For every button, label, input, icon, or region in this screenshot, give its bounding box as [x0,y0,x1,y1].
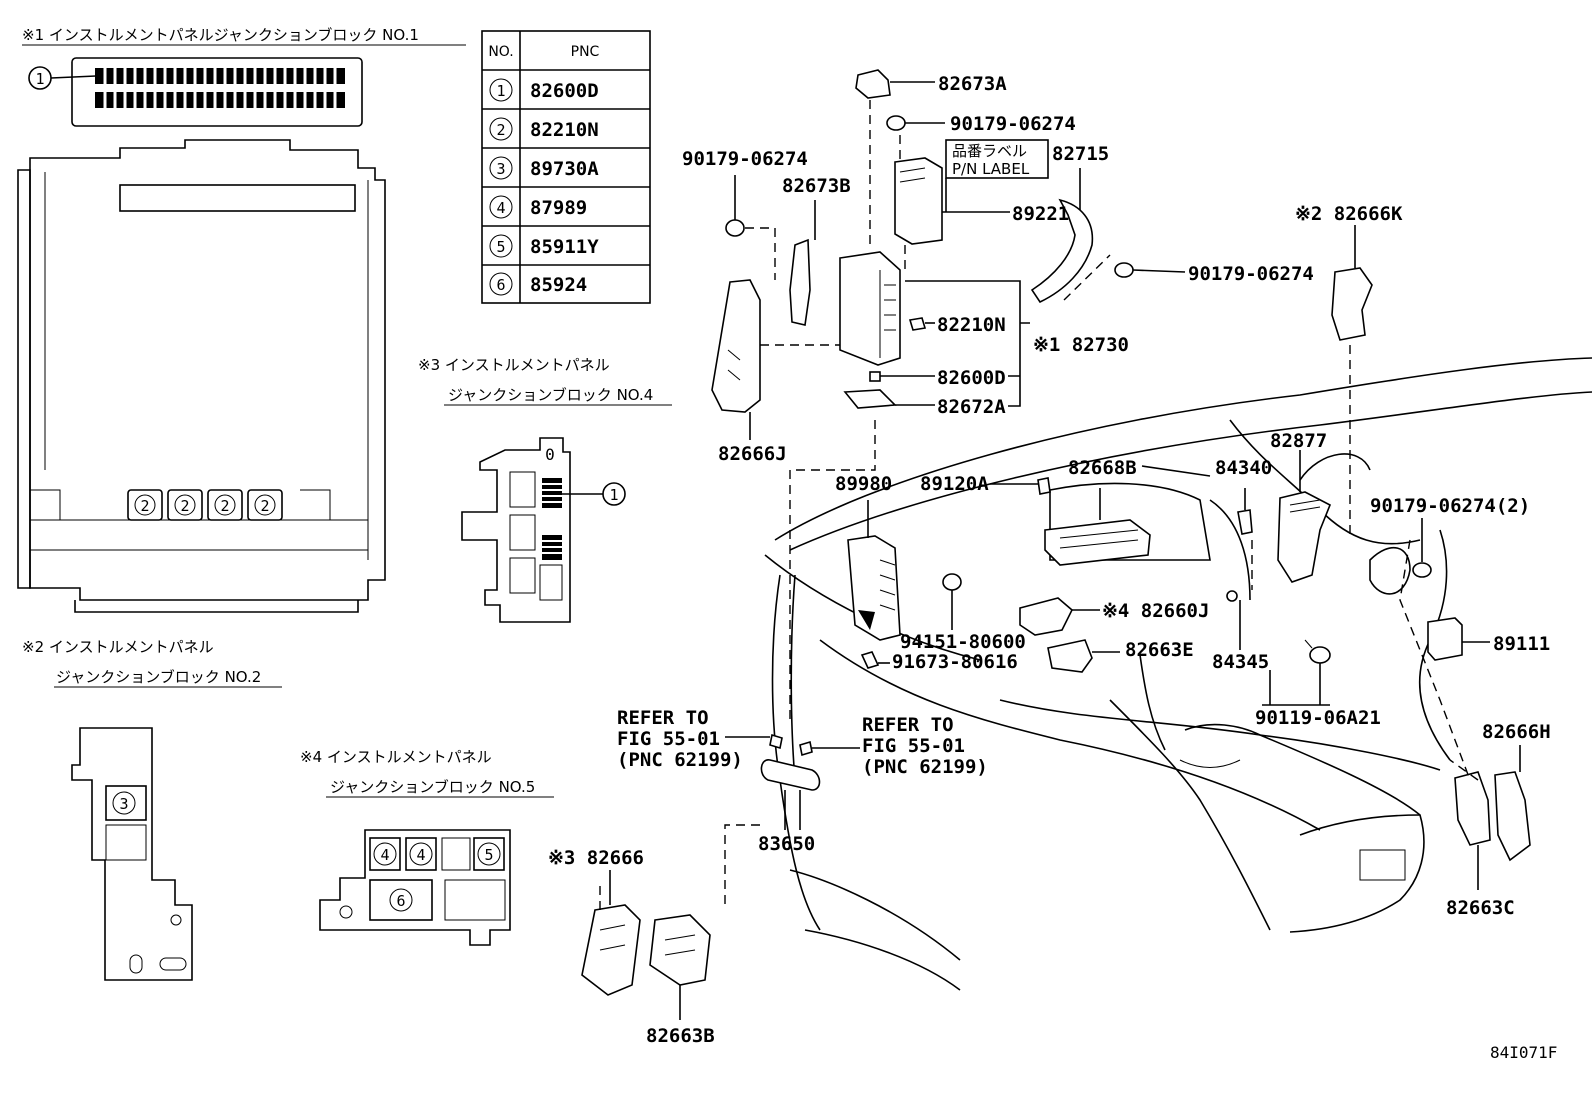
callout-4-a: 4 [380,846,389,864]
junction-block-no2: ※2 インストルメントパネル ジャンクションブロック NO.2 3 [22,638,282,981]
note-jb-no4-line1: ※3 インストルメントパネル [418,356,610,374]
label-84345: 84345 [1212,651,1269,673]
part-labels: 82673A 90179-06274 品番ラベル P/N LABEL 82715… [548,73,1557,1062]
label-82673B: 82673B [782,175,851,197]
label-82663E: 82663E [1125,639,1194,661]
label-91673-80616: 91673-80616 [892,651,1018,673]
callout-2-c: 2 [220,497,229,515]
label-90179-06274-2: 90179-06274(2) [1370,495,1530,517]
label-refer1-line1: REFER TO [617,707,709,729]
callout-1-jb4: 1 [609,486,618,504]
label-94151-80600: 94151-80600 [900,631,1026,653]
callout-5: 5 [484,846,493,864]
label-84340: 84340 [1215,457,1272,479]
note-jb-no2-line2: ジャンクションブロック NO.2 [56,668,261,686]
junction-block-no5: ※4 インストルメントパネル ジャンクションブロック NO.5 4 4 5 6 [300,748,554,946]
dashed-leaders [599,100,1479,910]
label-82666H: 82666H [1482,721,1551,743]
table-row-pnc: 85911Y [530,236,599,258]
label-82730: ※1 82730 [1033,334,1129,356]
label-pn-label-en: P/N LABEL [952,160,1030,178]
label-90179-06274-c: 90179-06274 [1188,263,1314,285]
label-82666: ※3 82666 [548,847,644,869]
label-82877: 82877 [1270,430,1327,452]
table-row-pnc: 87989 [530,197,587,219]
table-row-no: 3 [496,160,505,178]
table-row-pnc: 85924 [530,274,587,296]
pnc-table: NO. PNC 1 82600D 2 82210N 3 89730A 4 879… [481,30,651,304]
jb4-zero-mark: 0 [545,445,555,464]
table-row-pnc: 82600D [530,80,599,102]
label-82668B: 82668B [1068,457,1137,479]
callout-2-b: 2 [180,497,189,515]
figure-code: 84I071F [1490,1043,1557,1062]
parts-artwork [581,69,1531,1020]
label-82715: 82715 [1052,143,1109,165]
table-row-no: 5 [496,238,505,256]
table-row-no: 1 [496,82,505,100]
label-82666J: 82666J [718,443,787,465]
note-jb-no5-line2: ジャンクションブロック NO.5 [330,778,535,796]
label-82600D: 82600D [937,367,1006,389]
label-90179-06274-a: 90179-06274 [950,113,1076,135]
note-jb-no2-line1: ※2 インストルメントパネル [22,638,214,656]
label-82210N: 82210N [937,314,1006,336]
callout-2-d: 2 [260,497,269,515]
label-83650: 83650 [758,833,815,855]
table-row-pnc: 82210N [530,119,599,141]
callout-1-jb1: 1 [35,70,44,88]
callout-2-a: 2 [140,497,149,515]
label-refer1-line3: (PNC 62199) [617,749,743,771]
note-jb-no1: ※1 インストルメントパネルジャンクションブロック NO.1 [22,26,419,44]
label-89980: 89980 [835,473,892,495]
label-refer2-line1: REFER TO [862,714,954,736]
label-82666K: ※2 82666K [1295,203,1403,225]
table-header-pnc: PNC [571,44,600,60]
label-refer1-line2: FIG 55-01 [617,728,720,750]
label-82673A: 82673A [938,73,1007,95]
table-row-no: 6 [496,276,505,294]
callout-4-b: 4 [416,846,425,864]
label-refer2-line2: FIG 55-01 [862,735,965,757]
label-82663C: 82663C [1446,897,1515,919]
junction-block-no1: ※1 インストルメントパネルジャンクションブロック NO.1 [17,26,466,613]
label-90119-06A21: 90119-06A21 [1255,707,1381,729]
note-jb-no4-line2: ジャンクションブロック NO.4 [448,386,653,404]
label-89111: 89111 [1493,633,1550,655]
table-row-no: 4 [496,199,505,217]
junction-block-no4: ※3 インストルメントパネル ジャンクションブロック NO.4 0 1 [418,356,672,623]
instrument-panel-sketch [764,357,1592,991]
label-90179-06274-b: 90179-06274 [682,148,808,170]
table-row-no: 2 [496,121,505,139]
label-refer2-line3: (PNC 62199) [862,756,988,778]
connector-pins-top [95,68,345,108]
label-89120A: 89120A [920,473,989,495]
callout-3: 3 [119,795,128,813]
jb1-socket-row: 2 2 2 2 [127,489,283,521]
label-pn-label-jp: 品番ラベル [952,142,1027,160]
label-82663B: 82663B [646,1025,715,1047]
label-82672A: 82672A [937,396,1006,418]
callout-6: 6 [396,892,405,910]
label-89221: 89221 [1012,203,1069,225]
table-row-pnc: 89730A [530,158,599,180]
label-82660J: ※4 82660J [1102,600,1209,622]
note-jb-no5-line1: ※4 インストルメントパネル [300,748,492,766]
table-header-no: NO. [488,44,513,60]
